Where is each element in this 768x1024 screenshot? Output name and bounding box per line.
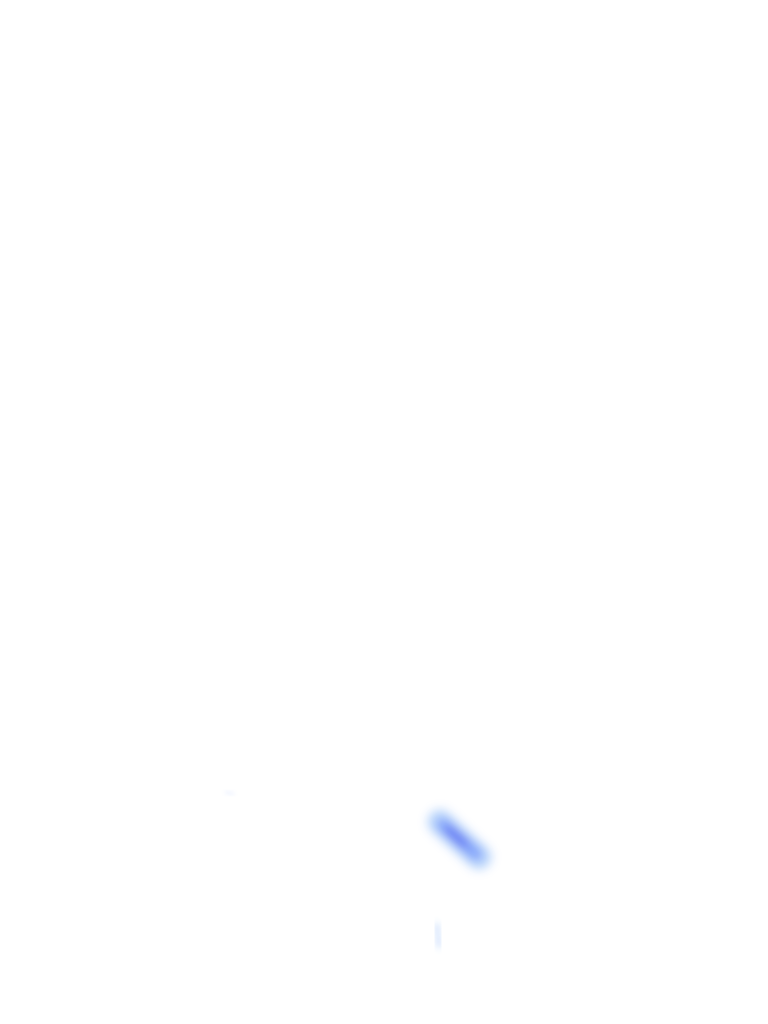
faint-vertical-tick-core [436,928,440,940]
near-invisible-speck [223,789,236,797]
near-invisible-speck-core [226,791,232,794]
primary-diagonal-stroke-core [445,826,468,847]
primary-diagonal-stroke [427,809,492,870]
faint-vertical-tick [432,920,444,951]
marks-group [223,789,557,951]
